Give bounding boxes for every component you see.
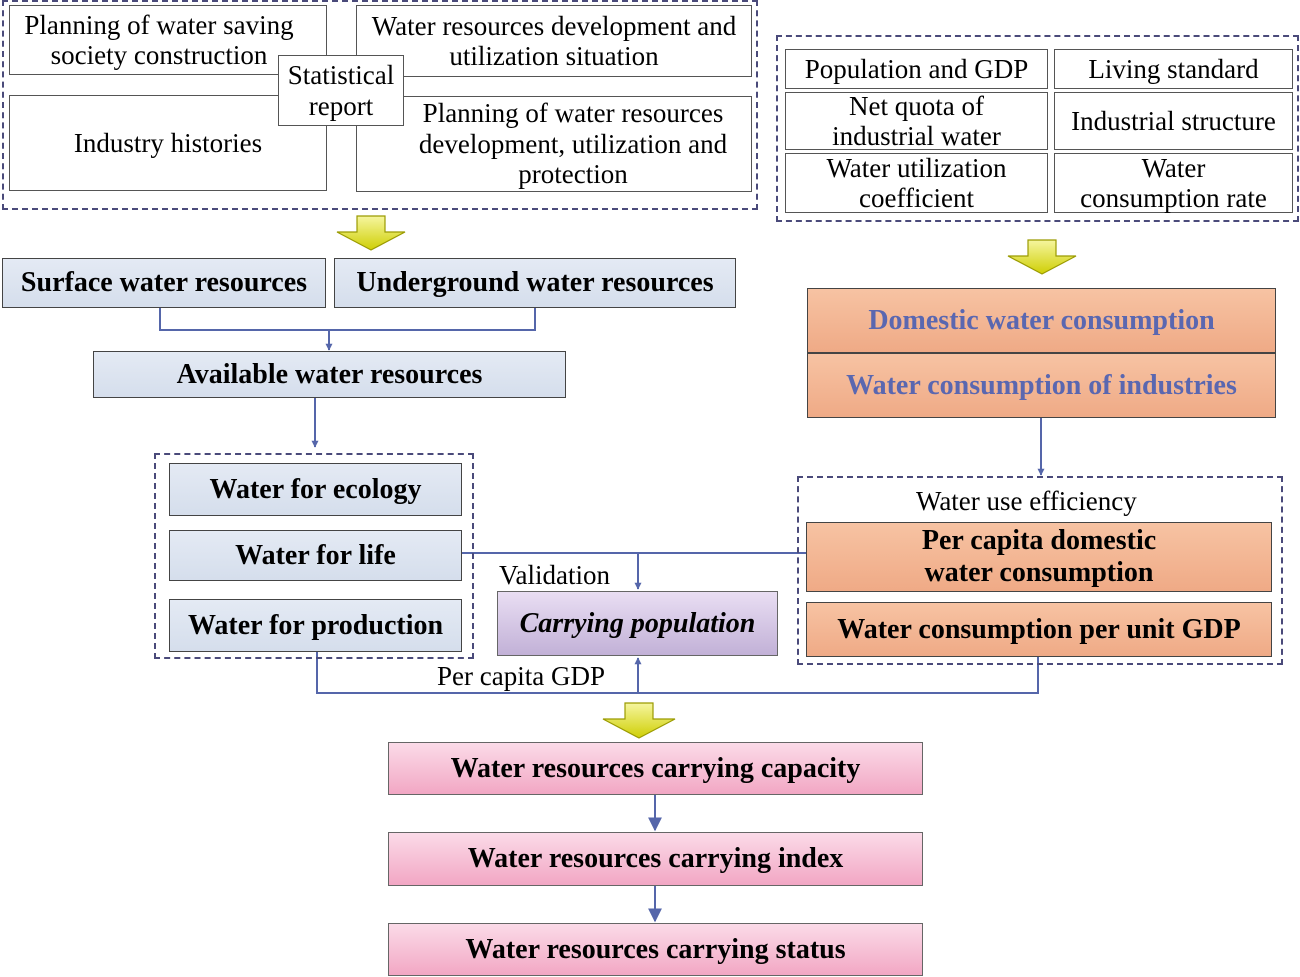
sources-group [2,0,758,210]
net-quota-box: Net quota of industrial water [785,91,1048,151]
efficiency-group [797,476,1283,665]
water-use-group [154,453,474,659]
carrying-population-box: Carrying population [497,591,778,656]
available-water-box: Available water resources [93,351,566,398]
industries-consumption-box: Water consumption of industries [807,353,1276,418]
surface-water-box: Surface water resources [2,258,326,308]
water-life-box: Water for life [169,530,462,581]
industry-histories-box: Industry histories [9,95,327,191]
validation-label: Validation [499,560,610,590]
dev-utilization-box: Water resources development and utilizat… [356,5,752,77]
block-arrow-indicators [1007,239,1077,275]
carrying-capacity-box: Water resources carrying capacity [388,742,923,795]
living-standard-box: Living standard [1054,49,1293,89]
population-gdp-box: Population and GDP [785,49,1048,89]
domestic-consumption-box: Domestic water consumption [807,288,1276,353]
indicators-group [776,35,1299,222]
per-capita-domestic-box: Per capita domestic water consumption [806,522,1272,592]
industrial-structure-box: Industrial structure [1054,92,1293,150]
per-capita-gdp-label: Per capita GDP [437,661,605,691]
underground-water-box: Underground water resources [334,258,736,308]
utilization-coefficient-box: Water utilization coefficient [785,153,1048,213]
planning-saving-box: Planning of water saving society constru… [9,5,327,75]
planning-protection-box: Planning of water resources development,… [356,96,752,192]
block-arrow-sources [336,215,406,251]
industries-consumption-label: Water consumption of industries [846,369,1237,401]
statistical-report-box: Statistical report [278,55,404,126]
efficiency-title: Water use efficiency [916,486,1137,516]
carrying-index-box: Water resources carrying index [388,832,923,886]
per-unit-gdp-box: Water consumption per unit GDP [806,602,1272,657]
water-ecology-box: Water for ecology [169,463,462,516]
block-arrow-capacity [602,702,676,739]
water-production-box: Water for production [169,599,462,652]
consumption-rate-box: Water consumption rate [1054,153,1293,213]
domestic-consumption-label: Domestic water consumption [868,304,1215,336]
carrying-status-box: Water resources carrying status [388,923,923,976]
connector-surface [159,308,536,331]
